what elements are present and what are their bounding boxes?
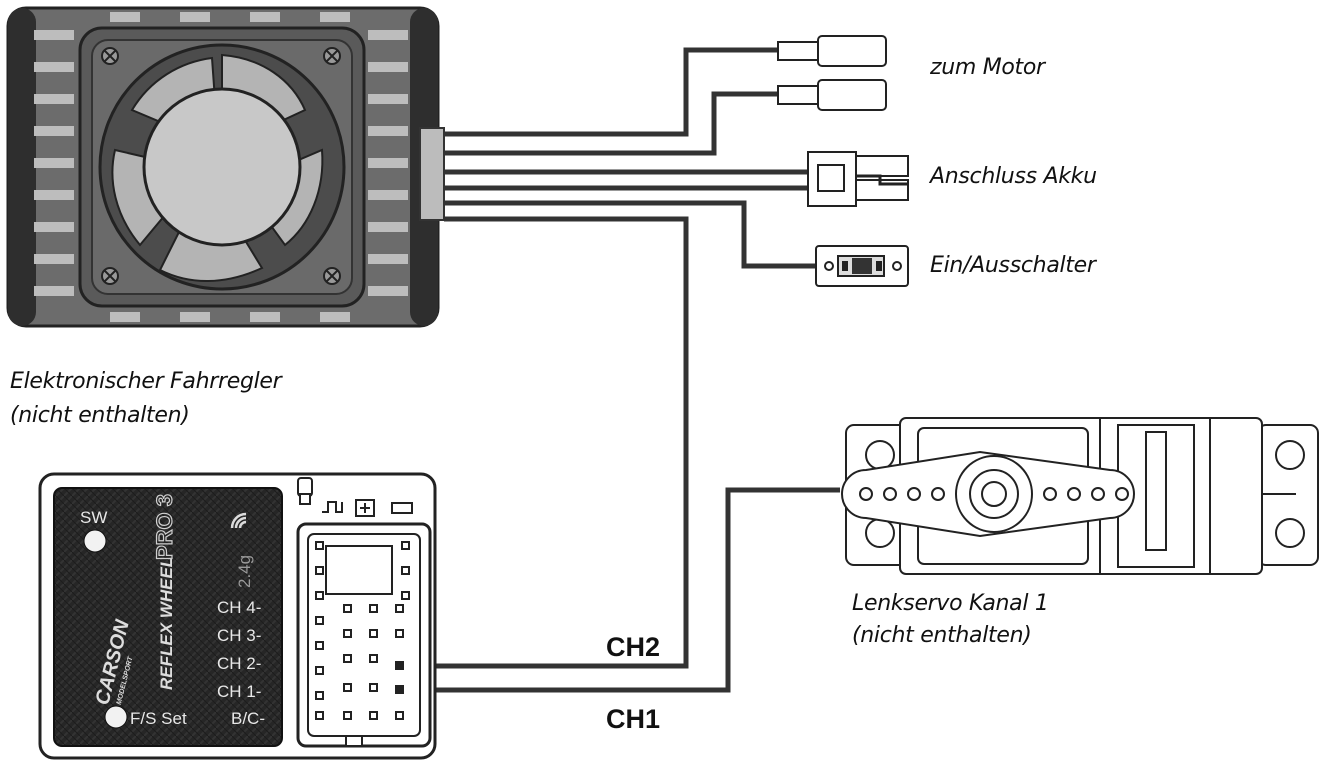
battery-label: Anschluss Akku (930, 164, 1097, 189)
wire-terminals (396, 663, 404, 693)
heatsink-fins-top (110, 12, 350, 322)
ch2-label: CH2 (606, 632, 661, 662)
wires (400, 47, 840, 693)
battery-connector-icon (807, 151, 909, 207)
esc-label-line2: (nicht enthalten) (10, 403, 190, 428)
freq-label: 2.4g (235, 555, 254, 588)
switch-icon (815, 245, 909, 287)
ch2-wire (400, 216, 689, 669)
switch-label: Ein/Ausschalter (930, 253, 1096, 278)
motor-wire-1 (444, 47, 782, 137)
ch1-wire (400, 487, 840, 693)
heatsink-fins-right (368, 30, 408, 296)
motor-wire-2 (444, 91, 782, 156)
servo-icon (841, 417, 1319, 575)
ch2-port-label: CH 2- (217, 654, 261, 673)
sw-button[interactable] (83, 529, 107, 553)
fan-icon (78, 26, 366, 308)
esc-label-line1: Elektronischer Fahrregler (10, 369, 282, 394)
servo-label-line2: (nicht enthalten) (852, 623, 1032, 648)
fs-set-label: F/S Set (130, 709, 187, 728)
cable-boot (419, 127, 445, 221)
esc-unit (6, 6, 445, 328)
ch1-port-label: CH 1- (217, 682, 261, 701)
heatsink-fins-left (34, 30, 74, 296)
fs-set-button[interactable] (104, 705, 128, 729)
plus-symbol-icon (355, 499, 375, 517)
wifi-signal-icon (230, 512, 247, 529)
model-name: REFLEX WHEEL (157, 557, 176, 690)
signal-symbol-icon (322, 501, 343, 513)
ch1-label: CH1 (606, 704, 661, 734)
motor-label: zum Motor (930, 55, 1045, 80)
servo-label-line1: Lenkservo Kanal 1 (852, 591, 1049, 616)
receiver-unit: SW CH 4- CH 3- CH 2- CH 1- B/C- F/S Set … (38, 472, 437, 760)
ch4-label: CH 4- (217, 598, 261, 617)
minus-symbol-icon (391, 502, 413, 514)
bc-label: B/C- (231, 709, 265, 728)
motor-connector-icon (777, 35, 887, 111)
receiver-panel (53, 487, 283, 747)
switch-wire (444, 200, 826, 269)
sw-label: SW (80, 508, 107, 527)
model-suffix: PRO 3 (152, 494, 177, 560)
ch3-label: CH 3- (217, 626, 261, 645)
